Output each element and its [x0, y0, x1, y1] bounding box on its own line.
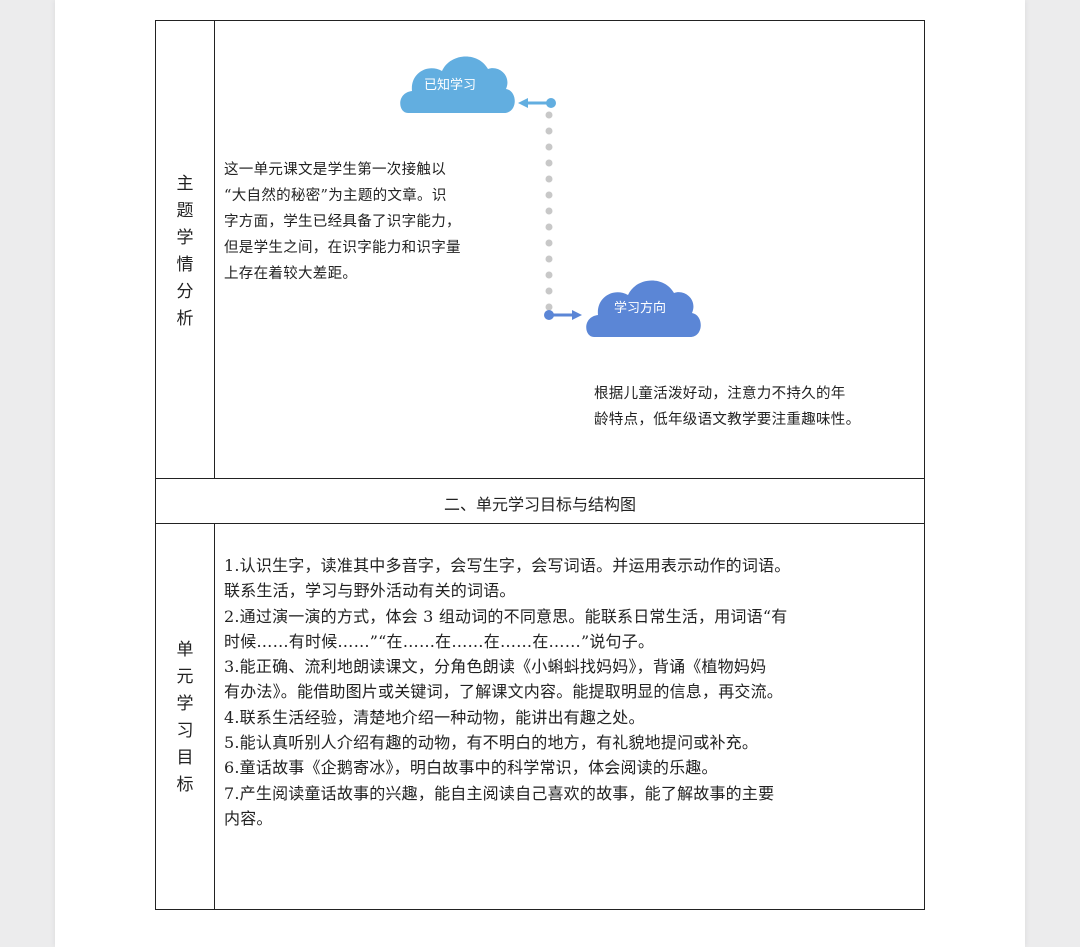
side-char: 目	[176, 748, 194, 768]
column-divider	[214, 523, 215, 909]
side-char: 单	[176, 640, 194, 660]
document-page: 主 题 学 情 分 析 已知学习	[55, 0, 1025, 947]
goals-list: 1.认识生字，读准其中多音字，会写生字，会写词语。并运用表示动作的词语。 联系生…	[224, 553, 920, 831]
text-line: 字方面，学生已经具备了识字能力，	[224, 214, 461, 230]
goal-line: 有办法》。能借助图片或关键词，了解课文内容。能提取明显的信息，再交流。	[224, 682, 784, 702]
text-line: 这一单元课文是学生第一次接触以	[224, 162, 446, 178]
goal-line: 联系生活，学习与野外活动有关的词语。	[224, 581, 516, 601]
cloud-shape	[586, 280, 701, 337]
goal-line: 3.能正确、流利地朗读课文，分角色朗读《小蝌蚪找妈妈》，背诵《植物妈妈	[224, 657, 767, 677]
side-char: 学	[176, 228, 194, 248]
text-line: 但是学生之间，在识字能力和识字量	[224, 240, 461, 256]
dotted-connector	[545, 111, 553, 311]
side-char: 习	[176, 721, 194, 741]
row-divider	[156, 523, 924, 524]
goal-line: 6.童话故事《企鹅寄冰》，明白故事中的科学常识，体会阅读的乐趣。	[224, 758, 718, 778]
goal-line: 内容。	[224, 808, 273, 828]
section-title: 二、单元学习目标与结构图	[443, 495, 636, 514]
cloud-known-label: 已知学习	[424, 77, 476, 93]
goals-side-label: 单 元 学 习 目 标	[156, 637, 214, 799]
cloud-learning-direction: 学习方向	[586, 280, 701, 337]
side-char: 析	[176, 309, 194, 329]
side-char: 标	[176, 775, 194, 795]
side-char: 题	[176, 201, 194, 221]
row-divider	[156, 478, 924, 479]
lesson-table: 主 题 学 情 分 析 已知学习	[155, 20, 925, 910]
text-line: 龄特点，低年级语文教学要注重趣味性。	[594, 412, 861, 428]
goal-line: 5.能认真听别人介绍有趣的动物，有不明白的地方，有礼貌地提问或补充。	[224, 733, 759, 753]
side-char: 元	[176, 667, 194, 687]
text-line: “大自然的秘密”为主题的文章。识	[224, 188, 447, 204]
side-char: 分	[176, 282, 194, 302]
side-char: 主	[176, 174, 194, 194]
cloud-shape	[400, 56, 515, 113]
goal-line: 2.通过演一演的方式，体会 3 组动词的不同意思。能联系日常生活，用词语“有	[224, 606, 788, 626]
side-char: 情	[176, 255, 194, 275]
known-learning-text: 这一单元课文是学生第一次接触以 “大自然的秘密”为主题的文章。识 字方面，学生已…	[224, 157, 524, 287]
cloud-direction-label: 学习方向	[614, 300, 666, 316]
learning-direction-text: 根据儿童活泼好动，注意力不持久的年 龄特点，低年级语文教学要注重趣味性。	[594, 381, 914, 433]
text-line: 上存在着较大差距。	[224, 266, 358, 282]
side-char: 学	[176, 694, 194, 714]
analysis-side-label: 主 题 学 情 分 析	[156, 171, 214, 333]
goal-line: 7.产生阅读童话故事的兴趣，能自主阅读自己喜欢的故事，能了解故事的主要	[224, 783, 775, 803]
arrow-right-icon	[544, 310, 582, 320]
column-divider	[214, 21, 215, 478]
goal-line: 1.认识生字，读准其中多音字，会写生字，会写词语。并运用表示动作的词语。	[224, 556, 791, 575]
cloud-known-learning: 已知学习	[400, 56, 515, 113]
arrow-left-icon	[518, 98, 556, 108]
goal-line: 时候……有时候……”“在……在……在……在……”说句子。	[224, 631, 655, 651]
goal-line: 4.联系生活经验，清楚地介绍一种动物，能讲出有趣之处。	[224, 707, 645, 727]
text-line: 根据儿童活泼好动，注意力不持久的年	[594, 386, 846, 402]
